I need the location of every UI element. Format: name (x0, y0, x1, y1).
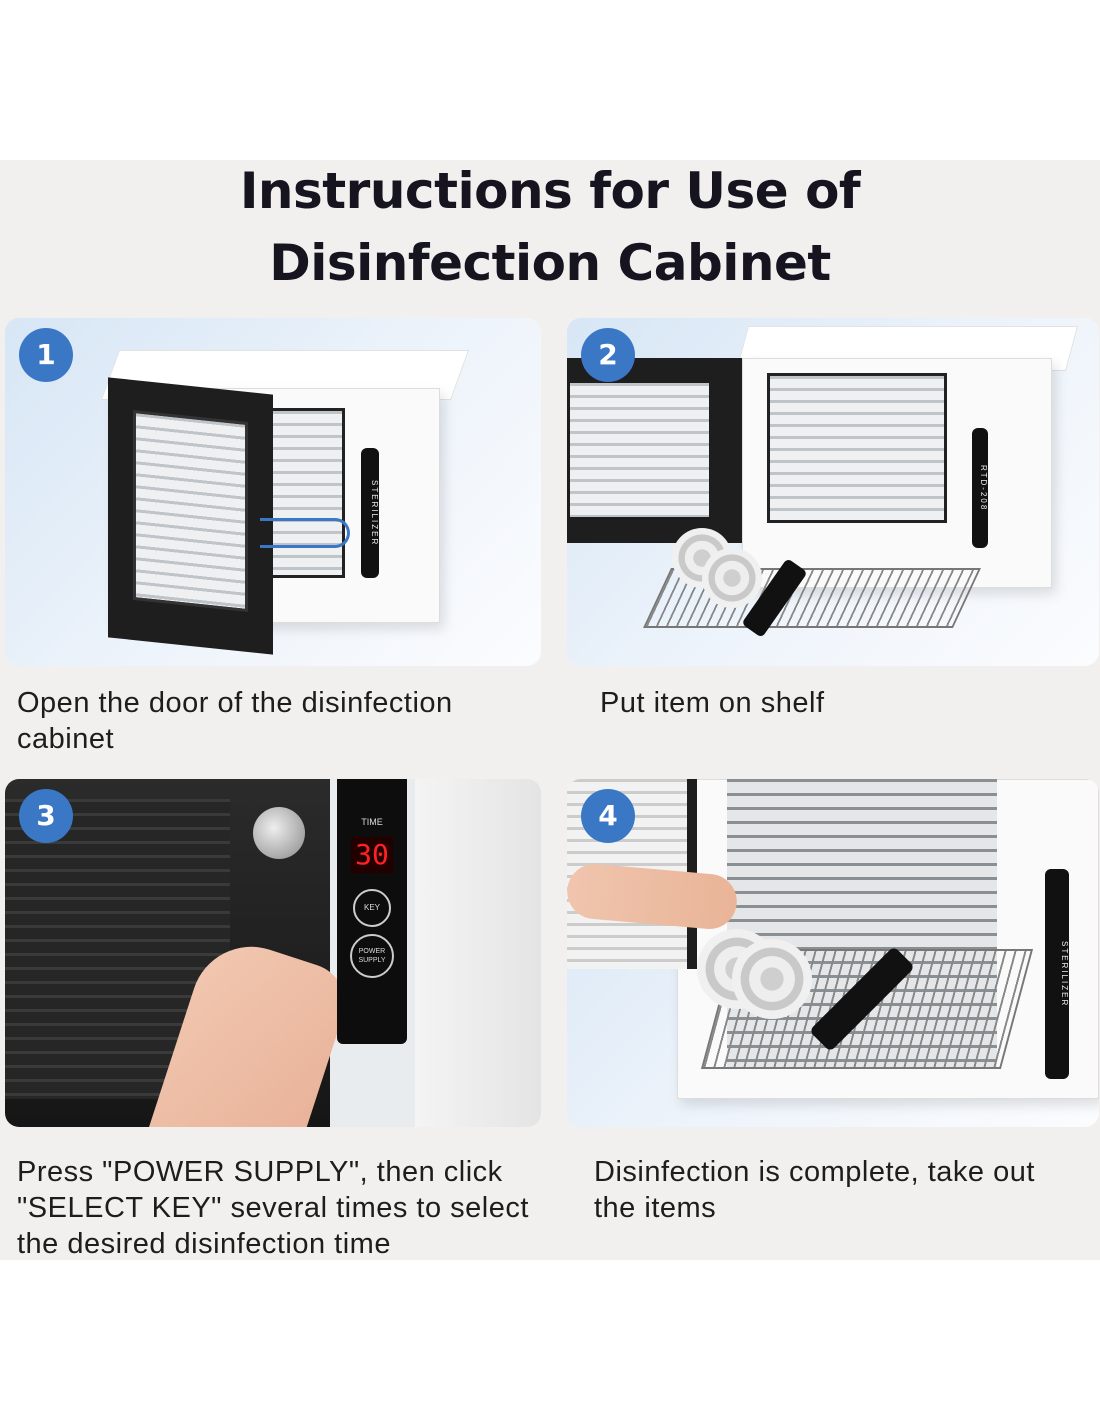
step-2-caption: Put item on shelf (600, 687, 825, 719)
step-2-image: 2 RTD-208 (567, 318, 1099, 666)
step-badge: 3 (19, 789, 73, 843)
control-panel: STERILIZER (361, 448, 379, 578)
open-arrow-icon (260, 518, 350, 548)
power-supply-button[interactable]: POWER SUPPLY (350, 934, 394, 978)
step-1-caption: Open the door of the disinfection cabine… (17, 687, 453, 755)
step-badge: 1 (19, 328, 73, 382)
control-panel: TIME 30 KEY POWER SUPPLY (337, 779, 407, 1044)
cabinet-door (108, 377, 273, 655)
step-4-caption: Disinfection is complete, take out the i… (594, 1156, 1035, 1224)
step-badge: 4 (581, 789, 635, 843)
cabinet-door (567, 358, 742, 543)
title-line-2: Disinfection Cabinet (269, 234, 831, 292)
step-badge: 2 (581, 328, 635, 382)
page-title: Instructions for Use of Disinfection Cab… (0, 155, 1100, 299)
time-label: TIME (361, 817, 383, 827)
time-display: 30 (351, 837, 393, 873)
step-3-image: 3 TIME 30 KEY POWER SUPPLY (5, 779, 541, 1127)
step-4-image: 4 STERILIZER (567, 779, 1099, 1127)
step-1-image: 1 STERILIZER (5, 318, 541, 666)
control-panel: STERILIZER (1045, 869, 1069, 1079)
door-knob (253, 807, 305, 859)
title-line-1: Instructions for Use of (239, 162, 861, 220)
step-3-caption: Press "POWER SUPPLY", then click "SELECT… (17, 1156, 529, 1260)
select-key-button[interactable]: KEY (353, 889, 391, 927)
control-panel: RTD-208 (972, 428, 988, 548)
